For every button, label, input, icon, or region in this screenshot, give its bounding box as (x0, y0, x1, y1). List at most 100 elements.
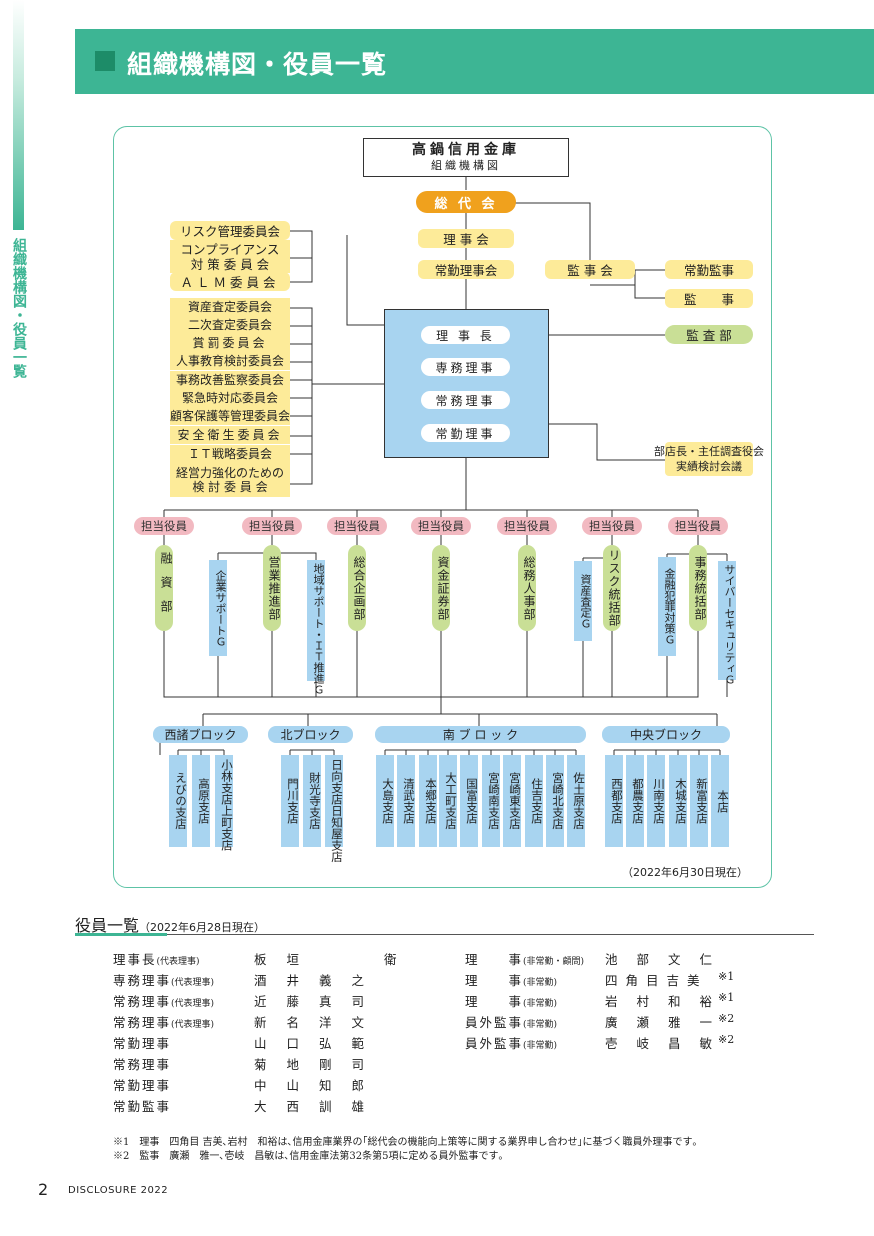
org-chart-panel (113, 126, 772, 888)
committee-item: 事務改善監察委員会 (170, 371, 290, 389)
tanto-badge: 担当役員 (582, 517, 642, 535)
kanjikai-box: 監 事 会 (545, 260, 635, 279)
committee-risk: リスク管理委員会 (170, 221, 290, 240)
committee-item: 緊急時対応委員会 (170, 389, 290, 407)
officer-footnote-mark: ※2 (718, 1033, 735, 1046)
tanto-badge: 担当役員 (668, 517, 728, 535)
officer-title: 専務理事(代表理事) (113, 973, 215, 988)
exec-jomu: 常務理事 (421, 391, 510, 409)
committee-item: 賞罰委員会 (170, 334, 290, 352)
officer-note: (非常勤) (523, 1020, 558, 1030)
officer-row-right: 理 事(非常勤)岩村和裕※1 (465, 991, 775, 1011)
officer-note: (代表理事) (171, 1020, 215, 1030)
officer-row-right: 員外監事(非常勤)廣瀬雅一※2 (465, 1012, 775, 1032)
officer-name: 菊地剛司 (254, 1057, 385, 1072)
sodaikai-box: 総 代 会 (416, 191, 516, 213)
branch-box: 清武支店 (397, 755, 416, 847)
officer-note: (代表理事) (171, 978, 215, 988)
committee-compliance: コンプライアンス 対 策 委 員 会 (170, 240, 290, 273)
jokin-rijikai-box: 常勤理事会 (418, 260, 514, 279)
officer-footnote-mark: ※1 (718, 991, 735, 1004)
branch-box: 宮崎南支店 (482, 755, 501, 847)
committee-item: 経営力強化のための 検 討 委 員 会 (170, 463, 290, 497)
footer-label: DISCLOSURE 2022 (68, 1185, 169, 1196)
officer-row-left: 常務理事菊地剛司 (113, 1054, 364, 1074)
page-number: 2 (38, 1180, 49, 1199)
officer-row-left: 常務理事(代表理事)近藤真司 (113, 991, 364, 1011)
branch-box: 木城支店 (669, 755, 688, 847)
chart-title: 高鍋信用金庫 (412, 141, 520, 158)
officer-note: (代表理事) (156, 957, 200, 967)
branch-box: 都農支店 (626, 755, 645, 847)
officer-name: 壱岐昌敏 (605, 1036, 732, 1051)
group-box: 地域サポート・ＩＴ推進Ｇ (307, 560, 325, 695)
officer-note: (代表理事) (171, 999, 215, 1009)
jokin-kanji-box: 常勤監事 (665, 260, 753, 279)
officers-heading-label: 役員一覧 (75, 916, 140, 935)
header-square-icon (95, 51, 115, 71)
officer-title: 常勤理事 (113, 1036, 172, 1051)
branch-box: 新富支店 (690, 755, 709, 847)
dept-box: 融資部 (155, 545, 173, 631)
officer-footnote-mark: ※2 (718, 1012, 735, 1025)
committee-item: 安全衛生委員会 (170, 426, 290, 444)
officer-title: 員外監事(非常勤) (465, 1036, 558, 1051)
kansabu-box: 監 査 部 (665, 325, 753, 344)
branch-box: 本郷支店 (419, 755, 438, 847)
branch-box: 宮崎東支店 (503, 755, 522, 847)
branch-box: 大島支店 (376, 755, 395, 847)
chart-title-box: 高鍋信用金庫 組織機構図 (363, 138, 569, 177)
officer-name: 新名洋文 (254, 1015, 385, 1030)
dept-box: 総務人事部 (518, 545, 536, 631)
exec-senmu: 専務理事 (421, 358, 510, 376)
branch-box: 住吉支店 (525, 755, 544, 847)
dept-box: 総合企画部 (348, 545, 366, 631)
officer-row-left: 常勤理事山口弘範 (113, 1033, 364, 1053)
officers-heading: 役員一覧（2022年6月28日現在） (75, 912, 265, 936)
officer-name: 岩村和裕 (605, 994, 732, 1009)
rijikai-box: 理 事 会 (418, 229, 514, 248)
block-label: 北ブロック (268, 726, 353, 743)
branch-box: えびの支店 (169, 755, 188, 847)
tanto-badge: 担当役員 (242, 517, 302, 535)
officer-title: 理 事(非常勤) (465, 973, 558, 988)
branch-box: 佐土原支店 (567, 755, 586, 847)
officer-name: 池部文仁 (605, 952, 732, 967)
committee-item: 二次査定委員会 (170, 316, 290, 334)
officer-row-right: 員外監事(非常勤) 壱岐昌敏※2 (465, 1033, 775, 1053)
dept-box: 事務統括部 (689, 545, 707, 631)
officer-title: 員外監事(非常勤) (465, 1015, 558, 1030)
branch-box: 財光寺支店 (303, 755, 322, 847)
tanto-badge: 担当役員 (497, 517, 557, 535)
officer-name: 近藤真司 (254, 994, 385, 1009)
chart-as-of-date: （2022年6月30日現在） (622, 866, 748, 879)
sidebar-section-label: 組織機構図・役員一覧 (11, 238, 27, 378)
committee-item: 資産査定委員会 (170, 298, 290, 316)
officer-note: (非常勤) (523, 999, 558, 1009)
footnote-2: ※2 監事 廣瀬 雅一､壱岐 昌敏は､信用金庫法第32条第5項に定める員外監事で… (113, 1151, 504, 1162)
block-label: 西諸ブロック (153, 726, 248, 743)
officer-name: 酒井義之 (254, 973, 385, 988)
chart-subtitle: 組織機構図 (431, 158, 501, 172)
officer-row-left: 常勤理事中山知郎 (113, 1075, 364, 1095)
officer-row-left: 常務理事(代表理事)新名洋文 (113, 1012, 364, 1032)
branch-box: 門川支店 (281, 755, 300, 847)
officer-row-right: 理 事(非常勤・顧問) 池部文仁 (465, 949, 775, 969)
dept-box: 営業推進部 (263, 545, 281, 631)
officer-title: 常務理事(代表理事) (113, 994, 215, 1009)
officer-title: 理事長(代表理事) (113, 952, 200, 967)
officer-name: 山口弘範 (254, 1036, 385, 1051)
group-box: サイバーセキュリティＧ (718, 561, 736, 685)
footnote-1: ※1 理事 四角目 吉美､岩村 和裕は､信用金庫業界の｢総代会の機能向上策等に関… (113, 1137, 698, 1148)
branch-box: 川南支店 (647, 755, 666, 847)
officers-heading-date: （2022年6月28日現在） (139, 921, 266, 934)
committee-item: ＩＴ戦略委員会 (170, 445, 290, 463)
committee-item: 顧客保護等管理委員会 (170, 407, 291, 425)
kanji-box: 監 事 (665, 289, 753, 308)
dept-box: 資金証券部 (432, 545, 450, 631)
branch-box: 小林支店上町支店 (215, 755, 234, 851)
tanto-badge: 担当役員 (327, 517, 387, 535)
branch-box: 日向支店日知屋支店 (325, 755, 344, 863)
officer-title: 理 事(非常勤・顧問) (465, 952, 585, 967)
branch-box: 国富支店 (460, 755, 479, 847)
